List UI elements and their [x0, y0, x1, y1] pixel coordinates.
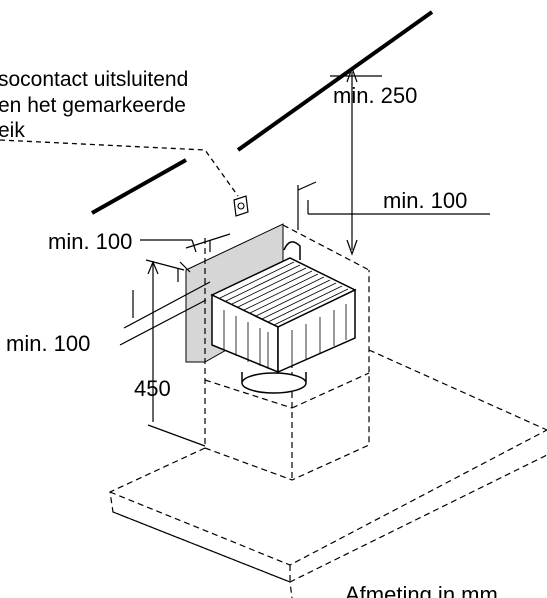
label-min-100-left-mid: min. 100	[6, 331, 90, 356]
dimension-min-100-right	[297, 181, 490, 230]
dimension-min-250	[330, 66, 382, 256]
hood-canopy-outline	[109, 349, 547, 598]
note-line-2: en het gemarkeerde	[0, 94, 186, 117]
ceiling-line-lower	[91, 158, 187, 215]
ceiling-line-upper	[236, 10, 434, 152]
label-footer: Afmeting in mm	[345, 582, 498, 598]
dimension-450	[147, 260, 206, 447]
note-leader-line	[0, 139, 239, 197]
socket-icon	[233, 195, 249, 217]
label-450: 450	[134, 376, 171, 401]
note-line-3: eik	[0, 119, 25, 142]
note-line-1: socontact uitsluitend	[0, 68, 188, 91]
label-min-100-left-top: min. 100	[48, 229, 132, 254]
recirculation-filter-unit	[210, 241, 357, 394]
label-min-250: min. 250	[333, 83, 417, 108]
dimension-min-100-left-top	[140, 233, 231, 253]
filter-lamella-pattern	[219, 261, 349, 369]
label-min-100-right: min. 100	[383, 188, 467, 213]
